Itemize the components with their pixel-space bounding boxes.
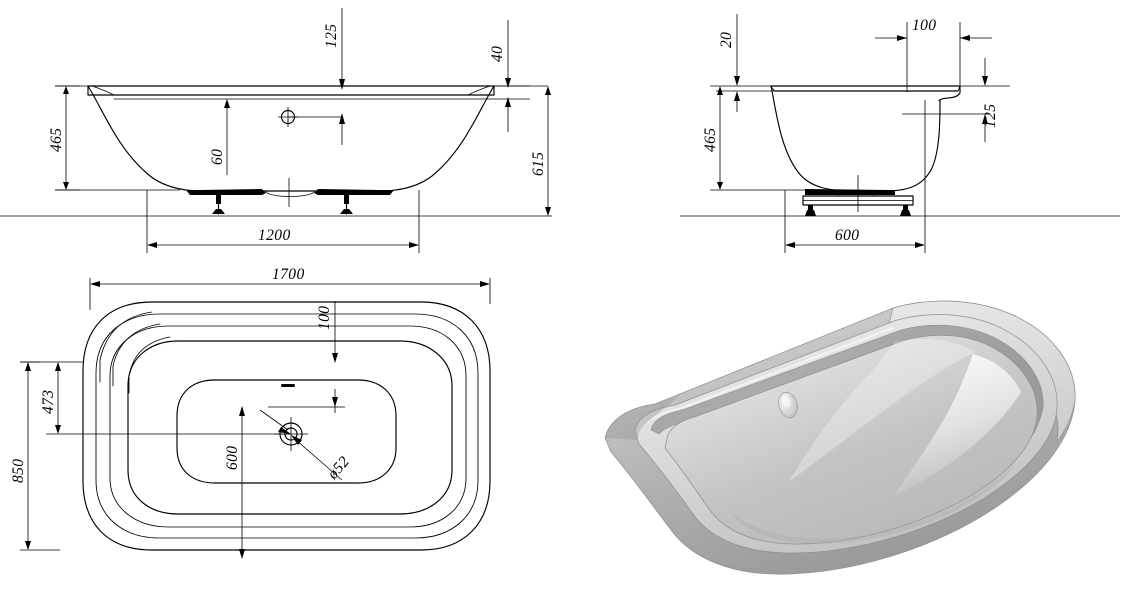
dim-1700-label: 1700 bbox=[272, 266, 305, 283]
base-rail-mid-right bbox=[380, 190, 394, 195]
dim-600-plan: 600 bbox=[224, 406, 245, 559]
base-rail-right bbox=[314, 189, 380, 195]
headrest-arc-2 bbox=[112, 323, 161, 387]
side-elevation-view: 20 465 100 bbox=[680, 0, 1131, 260]
dim-465-label: 465 bbox=[48, 128, 65, 152]
dim-473-label: 473 bbox=[40, 390, 57, 414]
bathtub-3d-render bbox=[575, 268, 1131, 600]
dim-100-side-label: 100 bbox=[912, 17, 936, 34]
dim-60: 60 bbox=[209, 99, 230, 175]
overflow-cap bbox=[778, 391, 798, 419]
dim-850-label: 850 bbox=[10, 459, 27, 483]
rim-contour-1 bbox=[95, 313, 479, 539]
dim-125-side: 125 bbox=[982, 58, 999, 142]
overflow-slot bbox=[281, 384, 295, 387]
dim-850: 850 bbox=[10, 361, 60, 551]
headrest-arc-3 bbox=[128, 336, 171, 394]
plan-view: ø52 1700 100 bbox=[0, 258, 570, 600]
dim-473: 473 bbox=[20, 361, 83, 434]
dim-465-side: 465 bbox=[702, 86, 723, 190]
dim-615-label: 615 bbox=[530, 152, 547, 176]
bowl-floor-contour bbox=[176, 379, 397, 484]
dim-615: 615 bbox=[530, 86, 551, 216]
dim-1200: 1200 bbox=[146, 190, 420, 253]
dim-125-front: 125 bbox=[323, 8, 345, 145]
dim-100-plan-label: 100 bbox=[316, 306, 333, 330]
dim-1200-label: 1200 bbox=[258, 227, 291, 244]
tub-body-outline bbox=[87, 85, 495, 193]
base-rail-left bbox=[200, 189, 266, 195]
dim-600-side-label: 600 bbox=[835, 227, 859, 244]
dim-100-side: 100 bbox=[875, 17, 992, 92]
drain-diameter-label: ø52 bbox=[324, 453, 354, 483]
dim-20: 20 bbox=[716, 14, 775, 112]
bowl-contour-outer bbox=[127, 340, 453, 515]
tub-outer-contour bbox=[82, 301, 491, 551]
dim-600-plan-label: 600 bbox=[224, 446, 241, 470]
frame-leg-right bbox=[900, 205, 911, 216]
dim-600-side: 600 bbox=[784, 100, 926, 253]
support-leg-left bbox=[212, 194, 225, 215]
render-specular-soft bbox=[789, 339, 975, 482]
dim-465-side-label: 465 bbox=[702, 128, 719, 152]
dim-20-label: 20 bbox=[718, 32, 735, 48]
dim-125-front-label: 125 bbox=[323, 24, 340, 48]
front-elevation-view: 465 60 125 bbox=[0, 0, 590, 260]
headrest-arc-1 bbox=[99, 311, 153, 383]
render-inner-bowl bbox=[664, 334, 1038, 545]
rim-contour-2 bbox=[109, 325, 467, 528]
dim-125-side-label: 125 bbox=[982, 104, 999, 128]
tub-body-outline-side bbox=[770, 85, 941, 192]
render-body-shadow-left bbox=[605, 396, 679, 440]
dim-100-plan: 100 bbox=[268, 301, 345, 413]
dim-40-label: 40 bbox=[489, 46, 506, 62]
frame-leg-left bbox=[805, 205, 816, 216]
support-leg-right bbox=[340, 194, 353, 215]
rim-inner-edge-left bbox=[91, 85, 115, 96]
render-specular-main bbox=[893, 354, 1021, 496]
headrest-step-profile bbox=[938, 85, 961, 102]
dim-60-label: 60 bbox=[209, 149, 226, 165]
dim-40: 40 bbox=[468, 20, 530, 132]
base-notch-center bbox=[265, 191, 315, 197]
rim-inner-edge-right bbox=[467, 85, 491, 96]
dim-465: 465 bbox=[48, 85, 80, 191]
dim-1700: 1700 bbox=[89, 266, 491, 310]
base-rail-mid-left bbox=[186, 190, 200, 195]
drain-leaders: ø52 bbox=[259, 409, 354, 483]
render-rim-highlight bbox=[637, 326, 894, 435]
rim-flange-under bbox=[87, 85, 495, 96]
